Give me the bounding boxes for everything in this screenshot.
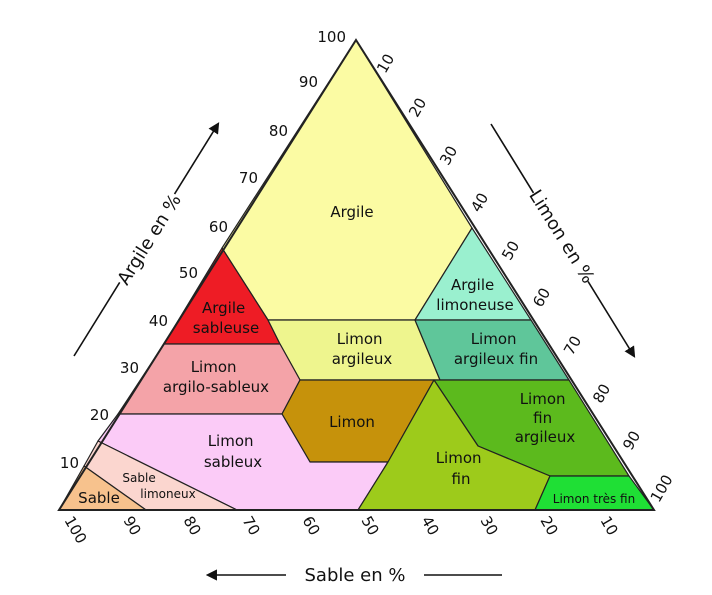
- zone-argile: [221, 39, 473, 321]
- clay-axis-title-bg: [110, 188, 185, 289]
- sand-tick: 80: [180, 513, 205, 539]
- clay-tick: 60: [209, 218, 228, 236]
- clay-tick: 20: [90, 406, 109, 424]
- label-sable-limoneux: Sable limoneux: [122, 471, 195, 501]
- label-argile-sableuse: Argile sableuse: [193, 299, 259, 337]
- sand-tick: 30: [477, 513, 502, 539]
- clay-tick: 70: [239, 169, 258, 187]
- clay-tick: 40: [149, 312, 168, 330]
- silt-axis-title: Limon en %: [524, 186, 598, 287]
- clay-axis-title: Argile en %: [113, 191, 185, 289]
- silt-tick: 60: [529, 285, 554, 311]
- label-argile: Argile: [330, 203, 373, 221]
- silt-tick: 50: [498, 238, 523, 264]
- silt-tick: 20: [405, 95, 430, 121]
- clay-tick: 90: [299, 73, 318, 91]
- label-sable: Sable: [78, 489, 120, 507]
- silt-tick: 30: [436, 143, 461, 169]
- sand-tick: 10: [597, 513, 622, 539]
- clay-tick: 80: [269, 122, 288, 140]
- sand-axis-title-group: Sable en %: [205, 565, 502, 586]
- label-limon: Limon: [329, 413, 375, 431]
- label-argile-limoneuse: Argile limoneuse: [436, 276, 513, 314]
- sand-tick: 70: [239, 513, 264, 539]
- silt-tick: 80: [589, 381, 614, 407]
- label-limon-argileux-fin: Limon argileux fin: [454, 330, 538, 368]
- label-limon-fin: Limon fin: [436, 449, 487, 488]
- sand-tick: 90: [120, 513, 145, 539]
- triangle-outline: [57, 38, 656, 511]
- silt-tick: 70: [560, 333, 585, 359]
- clay-tick: 30: [120, 359, 139, 377]
- silt-axis-title-bg: [526, 185, 601, 286]
- label-limon-argilo-sableux: Limon argilo-sableux: [163, 358, 269, 396]
- sand-axis-title: Sable en %: [305, 565, 406, 586]
- sand-tick: 40: [418, 513, 443, 539]
- label-limon-sableux: Limon sableux: [204, 432, 262, 471]
- sand-tick: 60: [299, 513, 324, 539]
- clay-tick: 10: [60, 454, 79, 472]
- label-limon-argileux: Limon argileux: [332, 330, 393, 368]
- clay-tick: 50: [179, 264, 198, 282]
- clay-axis-ticks: 100 90 80 70 60 50 40 30 20 10: [60, 28, 346, 472]
- sand-tick: 50: [358, 513, 383, 539]
- sand-tick: 100: [61, 513, 91, 547]
- silt-tick: 40: [467, 190, 492, 216]
- silt-tick: 90: [619, 428, 644, 454]
- label-limon-fin-argileux: Limon fin argileux: [515, 390, 576, 446]
- zones: [58, 39, 655, 511]
- zone-labels: Argile Argile sableuse Argile limoneuse …: [78, 203, 635, 507]
- label-limon-tres-fin: Limon très fin: [553, 492, 635, 506]
- sand-tick: 20: [537, 513, 562, 539]
- clay-tick: 100: [317, 28, 346, 46]
- sand-axis-ticks: 100 90 80 70 60 50 40 30 20 10: [61, 513, 622, 547]
- silt-tick: 100: [647, 472, 677, 506]
